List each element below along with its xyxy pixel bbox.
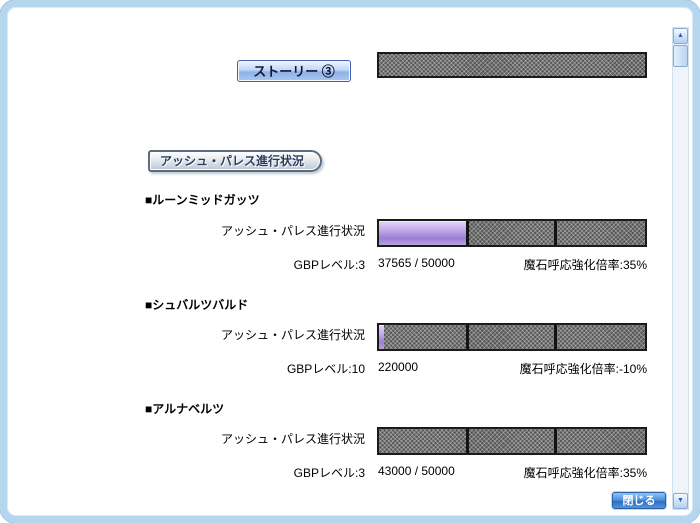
bar-segment-divider bbox=[465, 325, 469, 349]
region-name: ■ルーンミッドガッツ bbox=[145, 193, 260, 207]
progress-bar-fill bbox=[379, 221, 468, 245]
progress-points: 37565 / 50000 bbox=[378, 256, 455, 270]
progress-points: 220000 bbox=[378, 360, 419, 374]
progress-label: アッシュ・パレス進行状況 bbox=[220, 224, 365, 238]
boost-rate: 魔石呼応強化倍率:-10% bbox=[519, 362, 647, 376]
story-progress-bar bbox=[377, 52, 647, 78]
bar-segment-divider bbox=[554, 429, 558, 453]
bar-segment-divider bbox=[465, 221, 469, 245]
arrow-up-icon: ▲ bbox=[677, 32, 684, 39]
gbp-level: GBPレベル:3 bbox=[293, 466, 365, 480]
scrollbar[interactable]: ▲ ▼ bbox=[672, 27, 689, 510]
bar-segment-divider bbox=[554, 221, 558, 245]
progress-label: アッシュ・パレス進行状況 bbox=[220, 432, 365, 446]
scroll-down-button[interactable]: ▼ bbox=[673, 493, 688, 509]
arrow-down-icon: ▼ bbox=[677, 497, 684, 504]
scroll-up-button[interactable]: ▲ bbox=[673, 28, 688, 44]
region-name: ■アルナベルツ bbox=[145, 402, 225, 416]
story-button[interactable]: ストーリー ③ bbox=[237, 60, 351, 82]
region-name: ■シュバルツバルド bbox=[145, 298, 249, 312]
progress-bar bbox=[377, 219, 647, 247]
progress-bar-fill bbox=[379, 325, 385, 349]
bar-segment-divider bbox=[554, 325, 558, 349]
progress-points: 43000 / 50000 bbox=[378, 464, 455, 478]
progress-bar bbox=[377, 323, 647, 351]
gbp-level: GBPレベル:10 bbox=[286, 362, 365, 376]
close-button[interactable]: 閉じる bbox=[612, 492, 666, 509]
section-title-badge: アッシュ・パレス進行状況 bbox=[148, 150, 323, 172]
progress-bar bbox=[377, 427, 647, 455]
progress-label: アッシュ・パレス進行状況 bbox=[220, 328, 365, 342]
boost-rate: 魔石呼応強化倍率:35% bbox=[523, 258, 647, 272]
boost-rate: 魔石呼応強化倍率:35% bbox=[523, 466, 647, 480]
bar-segment-divider bbox=[465, 429, 469, 453]
gbp-level: GBPレベル:3 bbox=[293, 258, 365, 272]
scrollbar-thumb[interactable] bbox=[673, 45, 688, 67]
dialog-content: ストーリー ③ アッシュ・パレス進行状況 ■ルーンミッドガッツ アッシュ・パレス… bbox=[7, 7, 693, 516]
